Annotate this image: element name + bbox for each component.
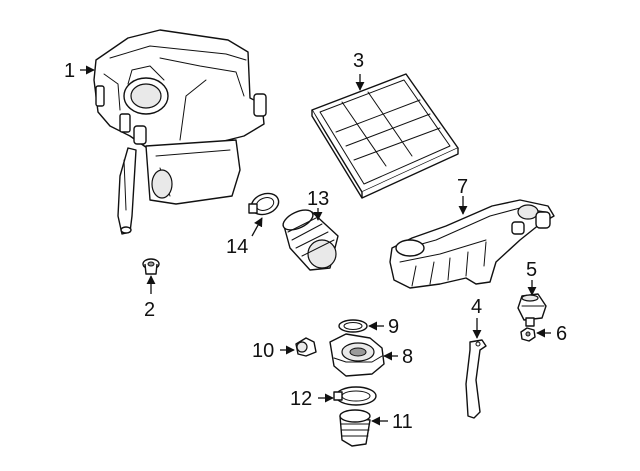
callout-5: 5 <box>526 259 537 281</box>
intake-duct <box>389 199 555 289</box>
callout-1: 1 <box>64 60 75 82</box>
callout-11: 11 <box>392 411 413 433</box>
callout-4: 4 <box>471 296 482 318</box>
callout-2: 2 <box>144 299 155 321</box>
hose-clamp-lower <box>333 386 377 406</box>
bellows-hose <box>282 209 339 271</box>
coupler-hose <box>339 409 371 447</box>
callout-13: 13 <box>307 188 329 210</box>
grommet <box>142 258 160 275</box>
callout-14: 14 <box>226 236 248 258</box>
support-bracket <box>465 339 487 419</box>
callout-10: 10 <box>252 340 274 362</box>
o-ring <box>338 319 368 333</box>
callout-9: 9 <box>388 316 399 338</box>
callout-3: 3 <box>353 50 364 72</box>
callout-6: 6 <box>556 323 567 345</box>
air-cleaner-housing <box>93 29 267 235</box>
hose-clamp-upper <box>248 192 280 216</box>
callout-8: 8 <box>402 346 413 368</box>
rubber-mount <box>517 293 547 327</box>
hex-nut <box>520 327 536 342</box>
sensor-plug <box>295 337 317 357</box>
callout-7: 7 <box>457 176 468 198</box>
callout-12: 12 <box>290 388 312 410</box>
air-filter <box>311 73 459 199</box>
callout-labels: 1 2 3 4 5 6 7 8 9 10 11 12 13 14 <box>64 50 567 433</box>
leader-lines <box>80 65 551 426</box>
throttle-adapter <box>329 333 385 377</box>
